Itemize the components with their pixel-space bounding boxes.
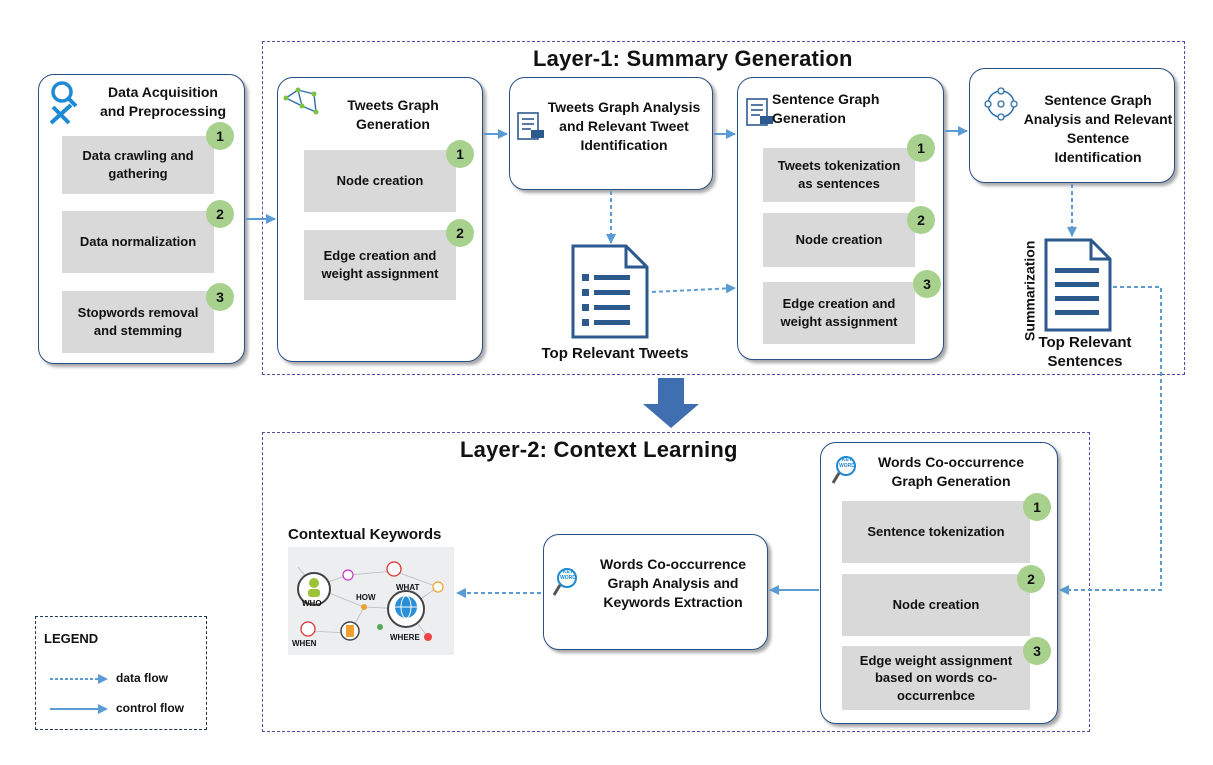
- keyword-who: WHO: [302, 599, 322, 608]
- cooccurrence-step-2: Node creation: [842, 574, 1030, 636]
- tweets-graph-badge-2: 2: [446, 219, 474, 247]
- legend-data-flow-arrow: [50, 674, 108, 684]
- acquisition-step-2: Data normalization: [62, 211, 214, 273]
- search-tools-icon: [49, 81, 78, 125]
- keyword-magnifier-icon: [552, 568, 577, 596]
- layer1-frame: [262, 41, 1185, 375]
- graph-network-icon: [283, 87, 319, 115]
- layer2-title: Layer-2: Context Learning: [460, 437, 738, 462]
- legend-control-flow-arrow: [50, 704, 108, 714]
- keyword-where: WHERE: [390, 633, 420, 642]
- sentence-graph-step-2: Node creation: [763, 213, 915, 267]
- network-circle-icon: [984, 87, 1018, 121]
- top-sentences-document-icon: [1044, 238, 1112, 332]
- sentence-graph-badge-1: 1: [907, 134, 935, 162]
- layer2-frame: [262, 432, 1090, 732]
- tweets-graph-step-1: Node creation: [304, 150, 456, 212]
- tweets-graph-badge-1: 1: [446, 140, 474, 168]
- contextual-keywords-image: WHO WHAT HOW WHEN WHERE: [288, 547, 454, 655]
- sentence-graph-badge-2: 2: [907, 206, 935, 234]
- layer1-title: Layer-1: Summary Generation: [533, 46, 853, 71]
- top-tweets-document-icon: [571, 244, 649, 339]
- cooccurrence-badge-1: 1: [1023, 493, 1051, 521]
- acquisition-badge-3: 3: [206, 283, 234, 311]
- top-tweets-label: Top Relevant Tweets: [541, 345, 689, 362]
- cooccurrence-badge-3: 3: [1023, 637, 1051, 665]
- keyword-icon-text: KEY WORD: [560, 569, 576, 581]
- arrow-top-tweets-to-sentence-graph: [651, 283, 736, 294]
- sentence-graph-badge-3: 3: [913, 270, 941, 298]
- document-list-icon: [517, 112, 544, 140]
- acquisition-title: Data Acquisition and Preprocessing: [83, 83, 243, 121]
- keyword-network-graphic: [297, 561, 444, 641]
- document-list-icon: [746, 98, 773, 126]
- keyword-what: WHAT: [396, 583, 420, 592]
- cooccurrence-badge-2: 2: [1017, 565, 1045, 593]
- legend-title: LEGEND: [44, 631, 99, 646]
- keyword-magnifier-icon: [831, 456, 856, 484]
- legend-data-flow-label: data flow: [116, 671, 169, 685]
- keyword-how: HOW: [356, 593, 376, 602]
- arrow-top-sentences-to-cooccurrence: [1059, 286, 1162, 595]
- acquisition-badge-2: 2: [206, 200, 234, 228]
- legend-control-flow-label: control flow: [116, 701, 184, 715]
- keyword-icon-text: KEY WORD: [839, 457, 855, 469]
- layer-transition-arrow: [643, 378, 699, 428]
- acquisition-title-line2: and Preprocessing: [99, 102, 227, 119]
- keyword-when: WHEN: [292, 639, 317, 648]
- contextual-keywords-title: Contextual Keywords: [288, 526, 442, 543]
- acquisition-title-line1: Data Acquisition: [108, 84, 218, 100]
- legend-box: LEGEND data flow control flow: [35, 616, 207, 730]
- cooccurrence-step-1: Sentence tokenization: [842, 501, 1030, 563]
- acquisition-badge-1: 1: [206, 122, 234, 150]
